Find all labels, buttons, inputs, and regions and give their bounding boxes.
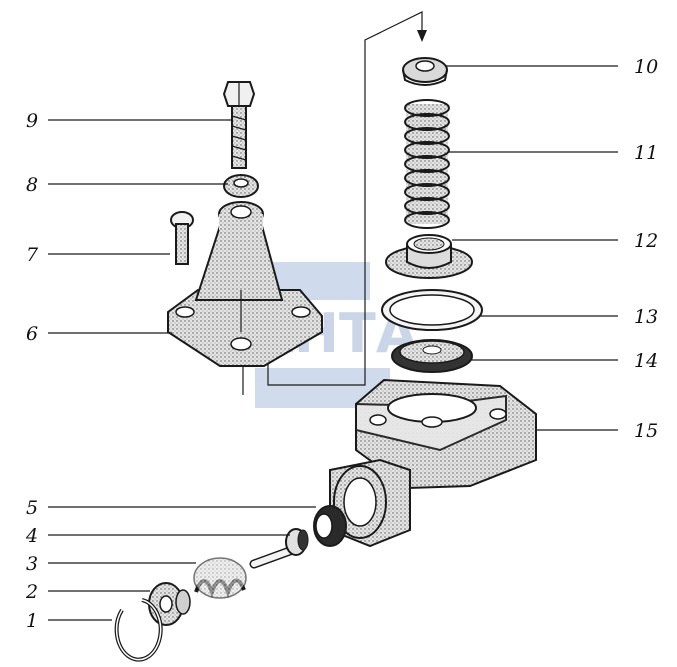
callout-14: 14 [634,350,658,372]
callout-12: 12 [634,230,658,252]
callout-5: 5 [26,497,38,519]
callout-4: 4 [25,525,38,547]
part-7-small-bolt [170,211,194,265]
part-3-small-spring [193,557,247,599]
part-13-gasket-ring [381,289,483,331]
part-14-diaphragm [391,339,473,373]
callout-1: 1 [26,610,38,632]
callout-2: 2 [25,581,38,603]
leader-lines [48,65,618,621]
part-12-spring-seat [385,234,473,279]
callout-8: 8 [26,174,38,196]
assembly-arrow-icon [417,30,427,42]
part-8-nut [223,174,259,198]
callout-6: 6 [26,323,38,345]
callout-10: 10 [634,56,658,78]
part-4-valve-stem [249,528,309,569]
callout-7: 7 [26,244,39,266]
callout-11: 11 [634,142,658,164]
callout-labels: 1 2 3 4 5 6 7 8 9 10 11 12 13 14 15 [25,56,658,632]
part-10-cap [402,57,448,86]
part-1-retaining-ring [114,598,163,662]
part-6-cover [167,201,323,367]
part-15-body [329,378,537,548]
callout-9: 9 [26,110,38,132]
part-11-spring [404,99,450,229]
part-5-bushing [313,505,347,547]
callout-13: 13 [634,306,658,328]
part-2-washer [148,582,191,626]
callout-3: 3 [26,553,38,575]
callout-15: 15 [634,420,658,442]
part-9-bolt [222,81,256,169]
